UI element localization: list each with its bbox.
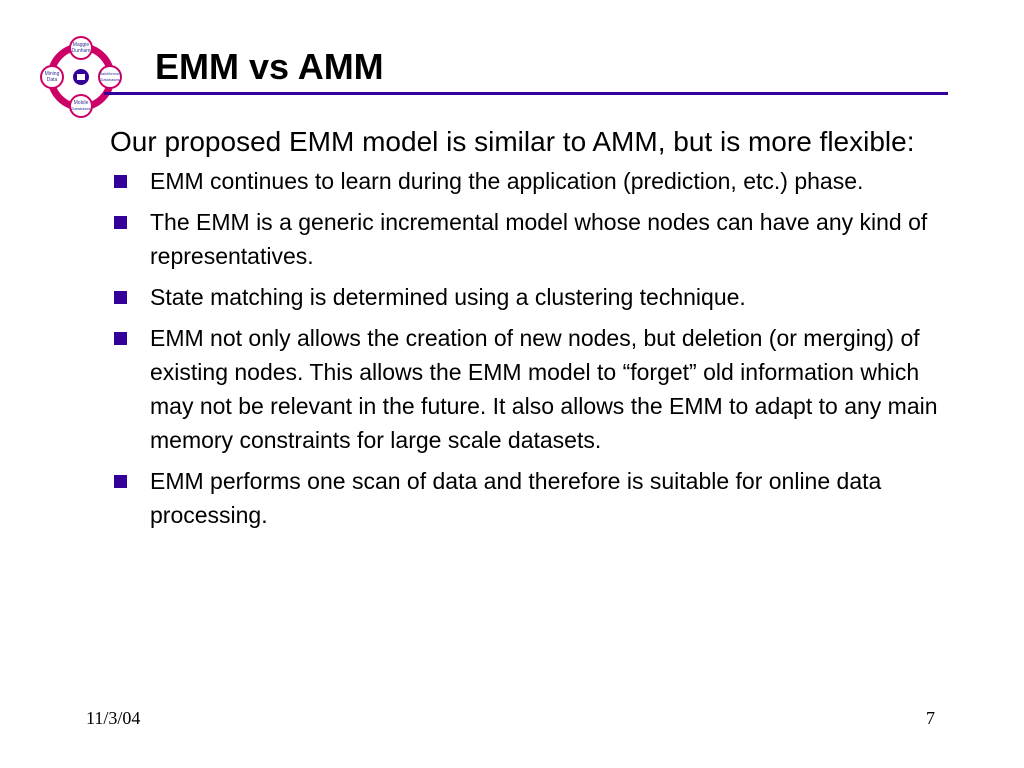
bullet-text: The EMM is a generic incremental model w…: [150, 209, 928, 269]
bullet-item: EMM performs one scan of data and theref…: [110, 464, 950, 532]
logo-top-label-1: Maggie: [73, 42, 90, 48]
logo-left-label-2: Data: [47, 77, 58, 83]
title-divider: [104, 92, 948, 95]
slide-title: EMM vs AMM: [155, 46, 384, 87]
logo-top-label-2: Dunham: [72, 48, 91, 54]
square-bullet-icon: [114, 332, 127, 345]
bullet-item: The EMM is a generic incremental model w…: [110, 205, 950, 273]
bullet-item: State matching is determined using a clu…: [110, 280, 950, 314]
logo-bottom-label-2: Databases: [71, 106, 90, 111]
square-bullet-icon: [114, 175, 127, 188]
intro-text: Our proposed EMM model is similar to AMM…: [110, 126, 915, 157]
footer-date: 11/3/04: [86, 708, 141, 728]
bullet-item: EMM continues to learn during the applic…: [110, 164, 950, 198]
logo-right-label-2: Databases: [100, 77, 119, 82]
square-bullet-icon: [114, 216, 127, 229]
square-bullet-icon: [114, 291, 127, 304]
bullet-text: State matching is determined using a clu…: [150, 284, 746, 310]
slide-body: Our proposed EMM model is similar to AMM…: [110, 124, 950, 539]
bullet-text: EMM continues to learn during the applic…: [150, 168, 864, 194]
square-bullet-icon: [114, 475, 127, 488]
maggie-dunham-logo: Maggie Dunham Mining Data MainMemory Dat…: [40, 36, 122, 118]
bullet-list: EMM continues to learn during the applic…: [110, 164, 950, 532]
bullet-text: EMM performs one scan of data and theref…: [150, 468, 882, 528]
page-number: 7: [926, 708, 935, 728]
logo-bottom-label-1: Mobile: [74, 100, 89, 106]
bullet-item: EMM not only allows the creation of new …: [110, 321, 950, 457]
bullet-text: EMM not only allows the creation of new …: [150, 325, 938, 453]
logo-left-label-1: Mining: [45, 71, 60, 77]
logo-right-label-1: MainMemory: [98, 71, 121, 76]
